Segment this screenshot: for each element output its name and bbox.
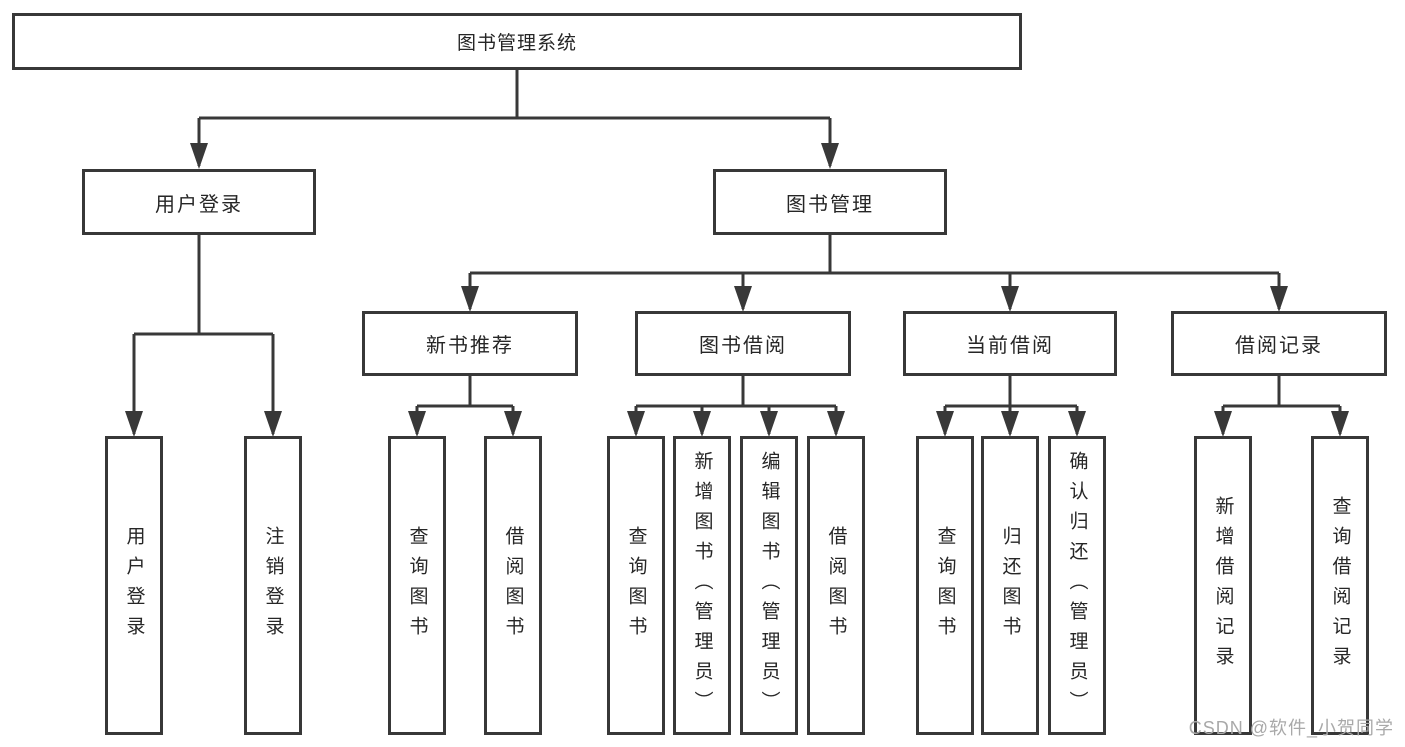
arrow-down-icon: [936, 411, 954, 437]
leaf-label: 查询图书: [625, 525, 647, 646]
leaf-box-add-borrow-record: 新增借阅记录: [1194, 436, 1252, 735]
branch-user-login-box: 用户登录: [82, 169, 316, 235]
group-current-borrow-box: 当前借阅: [903, 311, 1117, 376]
csdn-watermark: CSDN @软件_小贺同学: [1188, 718, 1394, 738]
leaf-box-user-login: 用户登录: [105, 436, 163, 735]
arrow-down-icon: [821, 143, 839, 169]
arrow-down-icon: [760, 411, 778, 437]
leaf-box-edit-book-admin: 编辑图书（管理员）: [740, 436, 798, 735]
leaf-box-add-book-admin: 新增图书（管理员）: [673, 436, 731, 735]
leaf-label: 查询图书: [406, 525, 428, 646]
leaf-box-borrow-book: 借阅图书: [807, 436, 865, 735]
arrow-down-icon: [408, 411, 426, 437]
branch-label: 用户登录: [155, 193, 243, 216]
arrow-down-icon: [827, 411, 845, 437]
leaf-label: 新增图书（管理员）: [691, 450, 713, 721]
arrow-down-icon: [1001, 411, 1019, 437]
group-new-book-recommend-box: 新书推荐: [362, 311, 578, 376]
leaf-box-query-book-borrow: 查询图书: [607, 436, 665, 735]
arrow-down-icon: [1214, 411, 1232, 437]
root-box: 图书管理系统: [12, 13, 1022, 70]
arrow-down-icon: [461, 286, 479, 312]
leaf-box-query-book-recommend: 查询图书: [388, 436, 446, 735]
leaf-box-return-book: 归还图书: [981, 436, 1039, 735]
leaf-label: 新增借阅记录: [1212, 495, 1234, 676]
arrow-down-icon: [693, 411, 711, 437]
leaf-box-confirm-return-admin: 确认归还（管理员）: [1048, 436, 1106, 735]
arrow-down-icon: [1331, 411, 1349, 437]
arrow-down-icon: [734, 286, 752, 312]
arrow-down-icon: [264, 411, 282, 437]
arrow-down-icon: [1001, 286, 1019, 312]
connector-lines: [132, 69, 1342, 434]
root-label: 图书管理系统: [456, 33, 577, 54]
branch-book-management-box: 图书管理: [713, 169, 947, 235]
group-label: 当前借阅: [966, 335, 1054, 357]
leaf-label: 注销登录: [262, 525, 284, 646]
arrow-down-icon: [504, 411, 522, 437]
leaf-label: 查询图书: [934, 525, 956, 646]
leaf-label: 借阅图书: [502, 525, 524, 646]
leaf-label: 用户登录: [123, 525, 145, 646]
leaf-label: 查询借阅记录: [1329, 495, 1351, 676]
leaf-label: 归还图书: [999, 525, 1021, 646]
leaf-label: 确认归还（管理员）: [1066, 450, 1088, 721]
branch-label: 图书管理: [786, 193, 874, 216]
leaf-box-borrow-book-recommend: 借阅图书: [484, 436, 542, 735]
arrow-down-icon: [1270, 286, 1288, 312]
leaf-box-query-borrow-record: 查询借阅记录: [1311, 436, 1369, 735]
leaf-label: 借阅图书: [825, 525, 847, 646]
group-label: 借阅记录: [1235, 335, 1323, 357]
group-borrow-record-box: 借阅记录: [1171, 311, 1387, 376]
arrow-down-icon: [627, 411, 645, 437]
leaf-box-logout-login: 注销登录: [244, 436, 302, 735]
leaf-box-query-book-current: 查询图书: [916, 436, 974, 735]
group-book-borrow-box: 图书借阅: [635, 311, 851, 376]
arrow-down-icon: [125, 411, 143, 437]
arrow-down-icon: [1068, 411, 1086, 437]
group-label: 图书借阅: [699, 335, 787, 357]
leaf-label: 编辑图书（管理员）: [758, 450, 780, 721]
arrow-down-icon: [190, 143, 208, 169]
group-label: 新书推荐: [426, 335, 514, 357]
arrowheads: [125, 143, 1349, 437]
